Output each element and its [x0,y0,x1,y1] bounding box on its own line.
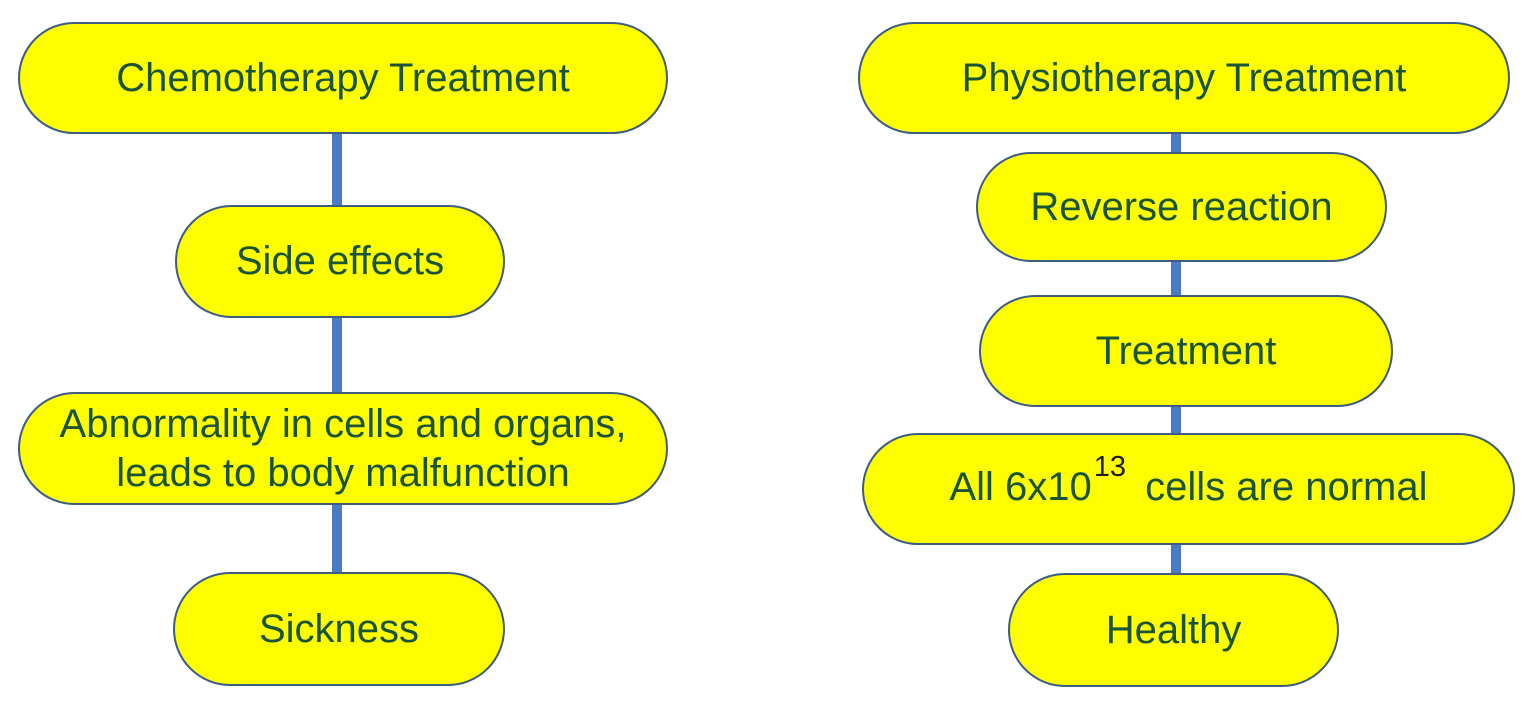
node-label: Reverse reaction [1030,184,1333,229]
node-label: Sickness [258,606,420,651]
node-abnormality: Abnormality in cells and organs, leads t… [18,392,668,505]
node-chemotherapy-treatment: Chemotherapy Treatment [18,22,668,134]
node-label: All 6x1013 cells are normal [949,451,1428,516]
node-label: Side effects [235,239,445,283]
formula-superscript: 13 [1093,450,1127,483]
node-label: Chemotherapy Treatment [116,55,570,100]
node-label-line2: leads to body malfunction [116,450,570,495]
connector-chemotherapy-flow [332,78,342,628]
node-side-effects: Side effects [175,205,505,318]
node-reverse-reaction: Reverse reaction [976,152,1387,262]
node-treatment: Treatment [979,295,1393,407]
formula-suffix: cells are normal [1134,464,1428,509]
formula-prefix: All 6x10 [949,464,1092,509]
node-sickness: Sickness [173,572,505,686]
node-healthy: Healthy [1008,573,1339,687]
node-all-cells-normal: All 6x1013 cells are normal [862,433,1515,545]
node-label-line1: Abnormality in cells and organs, [59,401,627,446]
node-label: Treatment [1095,328,1277,373]
node-label: Healthy [1105,607,1242,652]
node-label: Physiotherapy Treatment [961,55,1407,100]
node-physiotherapy-treatment: Physiotherapy Treatment [858,22,1510,134]
